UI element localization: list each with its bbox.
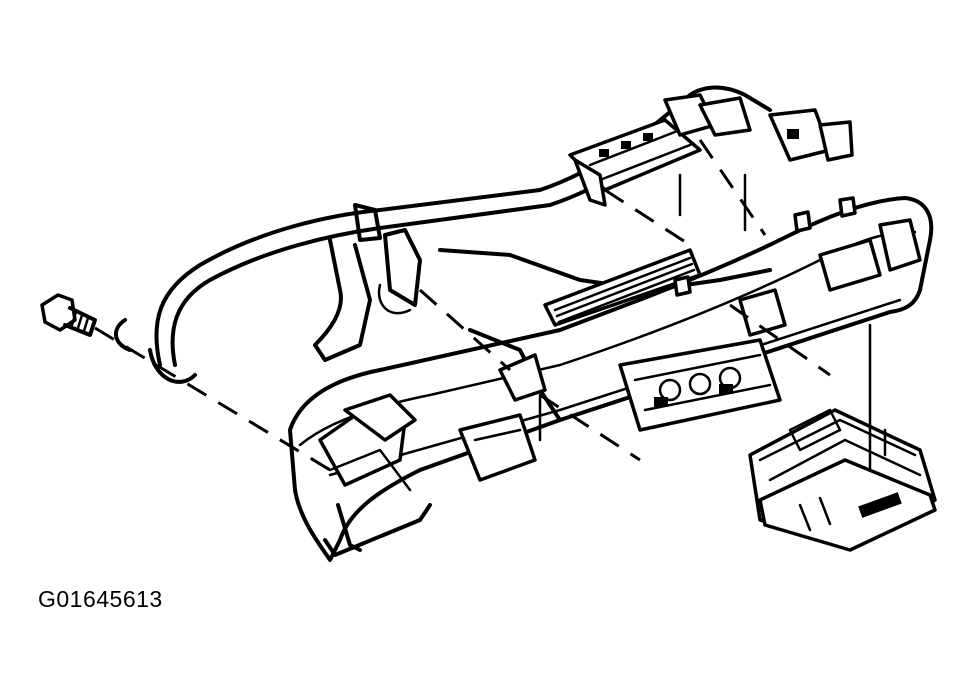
loose-connector [768, 108, 854, 162]
mounting-bolt [40, 293, 97, 337]
figure-id-label: G01645613 [38, 586, 163, 612]
upper-connector-block [568, 93, 752, 207]
center-control-panel [618, 338, 782, 432]
center-vent-grille [543, 248, 702, 327]
left-connector-cluster [318, 353, 547, 492]
removed-module [748, 408, 937, 552]
installation-leader-lines [94, 139, 887, 472]
panel-clips [673, 196, 922, 337]
